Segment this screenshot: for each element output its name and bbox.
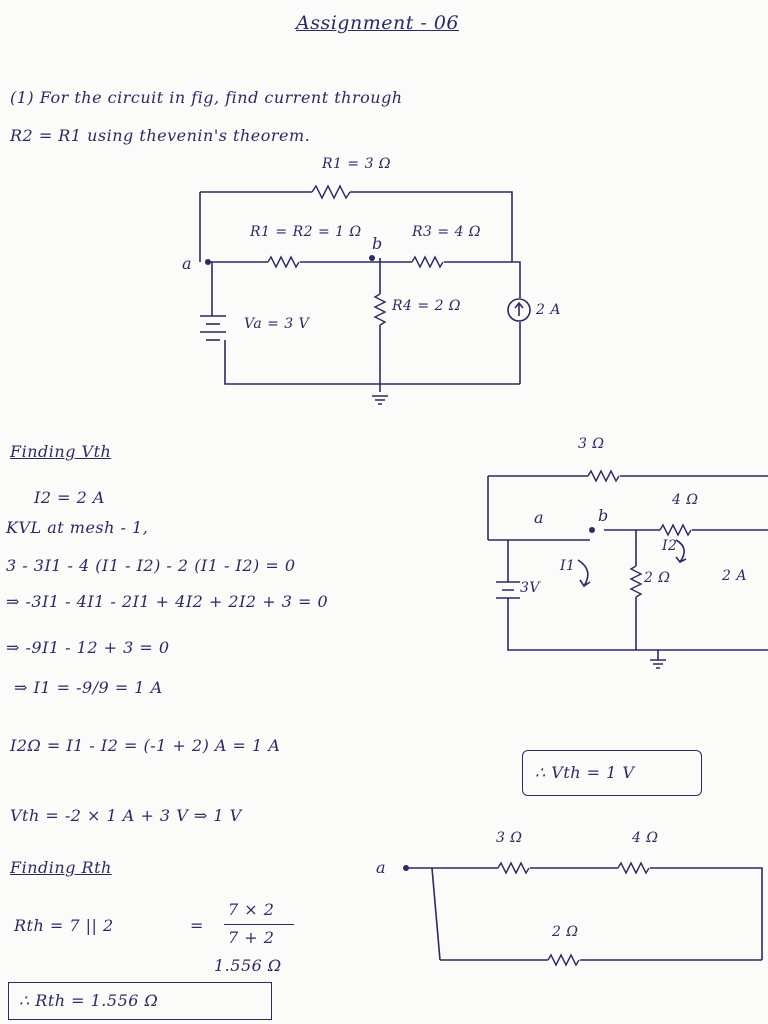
- circuit2-r-mid-label: 2 Ω: [644, 570, 671, 586]
- circuit1-r1r2-label: R1 = R2 = 1 Ω: [250, 224, 362, 240]
- circuit1-r3-label: R3 = 4 Ω: [412, 224, 482, 240]
- vth-heading: Finding Vth: [10, 442, 112, 461]
- rth-eq1-left: Rth = 7 || 2: [14, 916, 114, 935]
- circuit1-node-a: a: [182, 254, 193, 273]
- circuit2-r-right-label: 4 Ω: [672, 492, 699, 508]
- circuit2-source-v-label: 3V: [520, 580, 541, 596]
- circuit1-r4-label: R4 = 2 Ω: [392, 298, 462, 314]
- vth-eq1: 3 - 3I1 - 4 (I1 - I2) - 2 (I1 - I2) = 0: [6, 556, 296, 575]
- rth-heading: Finding Rth: [10, 858, 112, 877]
- rth-fraction-bar: [224, 924, 294, 925]
- vth-eq4: ⇒ I1 = -9/9 = 1 A: [14, 678, 163, 697]
- page-title: Assignment - 06: [296, 12, 460, 34]
- rth-result-box: ∴ Rth = 1.556 Ω: [8, 982, 272, 1020]
- circuit2-node-b: b: [598, 506, 609, 525]
- vth-eq2: ⇒ -3I1 - 4I1 - 2I1 + 4I2 + 2I2 + 3 = 0: [6, 592, 329, 611]
- circuit2-r-top-label: 3 Ω: [578, 436, 605, 452]
- circuit2-mesh1-label: I1: [560, 558, 576, 574]
- vth-eq3: ⇒ -9I1 - 12 + 3 = 0: [6, 638, 170, 657]
- rth-fraction-denominator: 7 + 2: [228, 928, 275, 947]
- circuit2-node-a: a: [534, 508, 545, 527]
- vth-result: ∴ Vth = 1 V: [535, 763, 635, 782]
- vth-eq6: Vth = -2 × 1 A + 3 V ⇒ 1 V: [10, 806, 242, 825]
- circuit3-r-left-label: 3 Ω: [496, 830, 523, 846]
- circuit1-current-source-label: 2 A: [536, 302, 561, 318]
- rth-result: ∴ Rth = 1.556 Ω: [19, 991, 159, 1010]
- circuit2-mesh2-label: I2: [662, 538, 678, 554]
- circuit1-r1-label: R1 = 3 Ω: [322, 156, 392, 172]
- vth-result-box: ∴ Vth = 1 V: [522, 750, 702, 796]
- circuit1-va-label: Va = 3 V: [244, 316, 310, 332]
- vth-i2: I2 = 2 A: [34, 488, 105, 507]
- question-line-2: R2 = R1 using thevenin's theorem.: [10, 126, 311, 145]
- question-line-1: (1) For the circuit in fig, find current…: [10, 88, 403, 107]
- vth-kvl: KVL at mesh - 1,: [6, 518, 149, 537]
- circuit3-r-bottom-label: 2 Ω: [552, 924, 579, 940]
- circuit1-node-b: b: [372, 234, 383, 253]
- rth-fraction-numerator: 7 × 2: [228, 900, 275, 919]
- vth-eq5: I2Ω = I1 - I2 = (-1 + 2) A = 1 A: [10, 736, 281, 755]
- circuit3-r-right-label: 4 Ω: [632, 830, 659, 846]
- circuit2-source-i-label: 2 A: [722, 568, 747, 584]
- rth-eq2: 1.556 Ω: [214, 956, 282, 975]
- circuit3-node-a: a: [376, 858, 387, 877]
- rth-eq-sign: =: [190, 916, 204, 935]
